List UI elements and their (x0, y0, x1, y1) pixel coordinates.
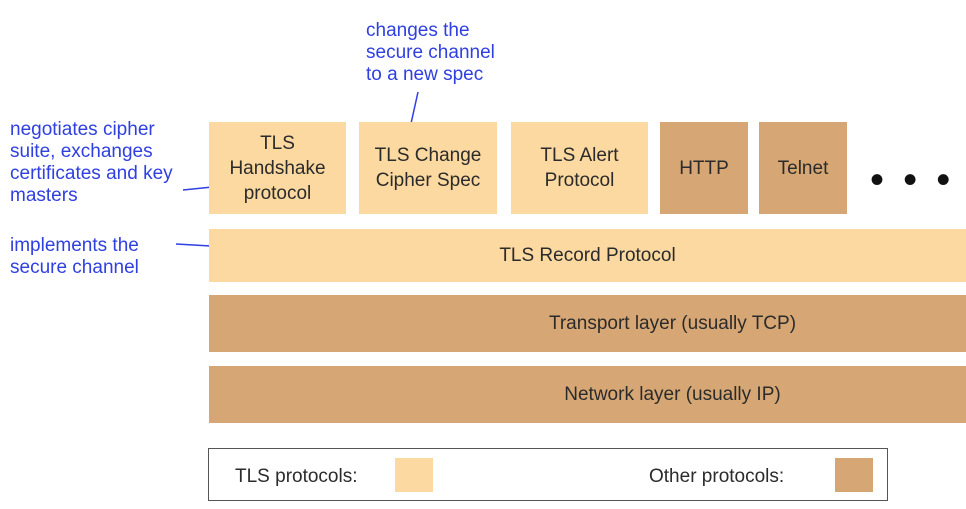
handshake-annotation: negotiates cipher suite, exchanges certi… (10, 119, 173, 206)
legend-tls-swatch (395, 458, 433, 492)
transport-layer-bar: Transport layer (usually TCP) (209, 295, 966, 352)
legend-tls-label: TLS protocols: (235, 466, 358, 487)
tls-record-protocol-bar: TLS Record Protocol (209, 229, 966, 282)
network-layer-bar: Network layer (usually IP) (209, 366, 966, 423)
tls-change-cipher-box: TLS Change Cipher Spec (359, 122, 497, 214)
record-annotation: implements the secure channel (10, 235, 139, 278)
legend: TLS protocols: Other protocols: (208, 448, 888, 501)
telnet-box: Telnet (759, 122, 847, 214)
more-protocols-ellipsis: • • • (870, 158, 955, 202)
change-cipher-annotation: changes the secure channel to a new spec (366, 20, 495, 85)
tls-alert-box: TLS Alert Protocol (511, 122, 648, 214)
http-box: HTTP (660, 122, 748, 214)
tls-handshake-box: TLS Handshake protocol (209, 122, 346, 214)
legend-other-label: Other protocols: (649, 466, 785, 487)
legend-other-swatch (835, 458, 873, 492)
